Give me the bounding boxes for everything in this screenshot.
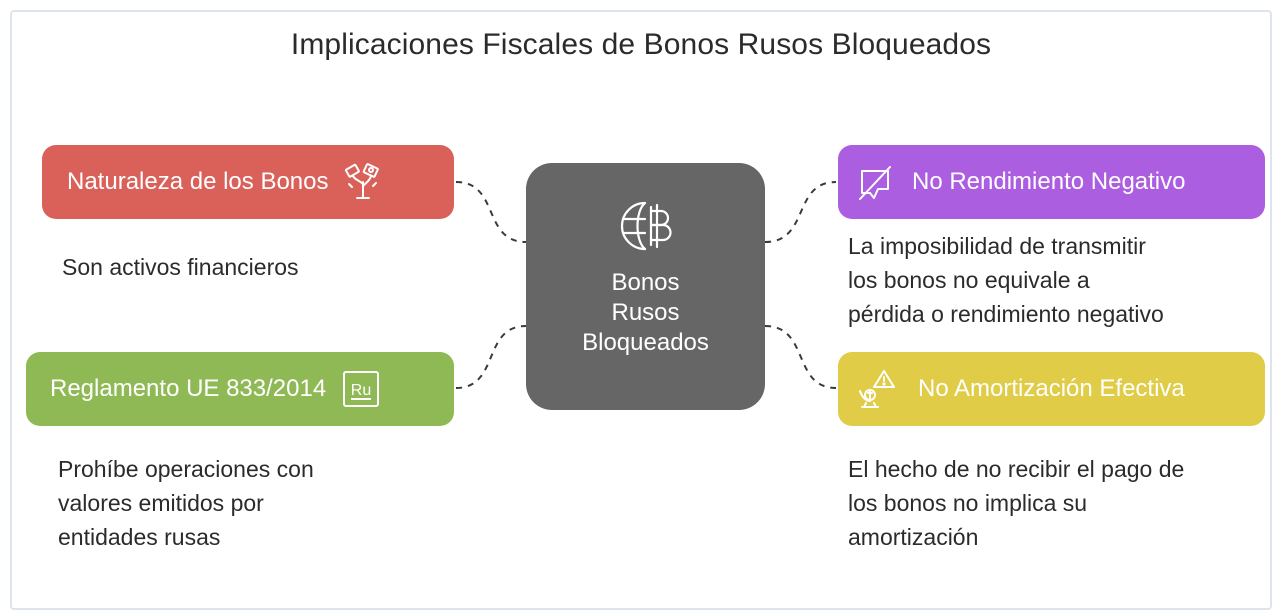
connector-purple xyxy=(764,181,837,243)
node-description: Prohíbe operaciones con valores emitidos… xyxy=(58,456,314,550)
node-label: Reglamento UE 833/2014 xyxy=(50,375,327,402)
no-loss-chart-icon xyxy=(856,163,894,201)
money-tree-icon xyxy=(343,162,383,202)
node-description: La imposibilidad de transmitir los bonos… xyxy=(848,233,1164,327)
diagram-title: Implicaciones Fiscales de Bonos Rusos Bl… xyxy=(290,28,992,61)
connector-yellow xyxy=(764,325,837,389)
node-label: No Rendimiento Negativo xyxy=(912,168,1186,195)
node-label: No Amortización Efectiva xyxy=(918,375,1185,402)
globe-baht-icon xyxy=(617,197,675,260)
center-node: Bonos Rusos Bloqueados xyxy=(526,163,765,410)
node-naturaleza: Naturaleza de los Bonos xyxy=(42,145,454,219)
node-no-rendimiento: No Rendimiento Negativo xyxy=(838,145,1265,219)
node-no-amortizacion: No Amortización Efectiva xyxy=(838,352,1265,426)
connector-green xyxy=(455,325,527,389)
connector-lines xyxy=(455,181,837,389)
ruble-sign-icon: Ru xyxy=(342,370,380,408)
center-node-label: Bonos Rusos Bloqueados xyxy=(582,269,709,356)
connector-red xyxy=(455,181,527,243)
ruble-icon-text: Ru xyxy=(351,382,371,399)
node-reglamento: Reglamento UE 833/2014 Ru xyxy=(26,352,454,426)
warning-payment-icon xyxy=(856,367,900,411)
node-description: El hecho de no recibir el pago de los bo… xyxy=(848,456,1185,550)
node-description: Son activos financieros xyxy=(62,254,299,280)
node-label: Naturaleza de los Bonos xyxy=(67,168,329,195)
